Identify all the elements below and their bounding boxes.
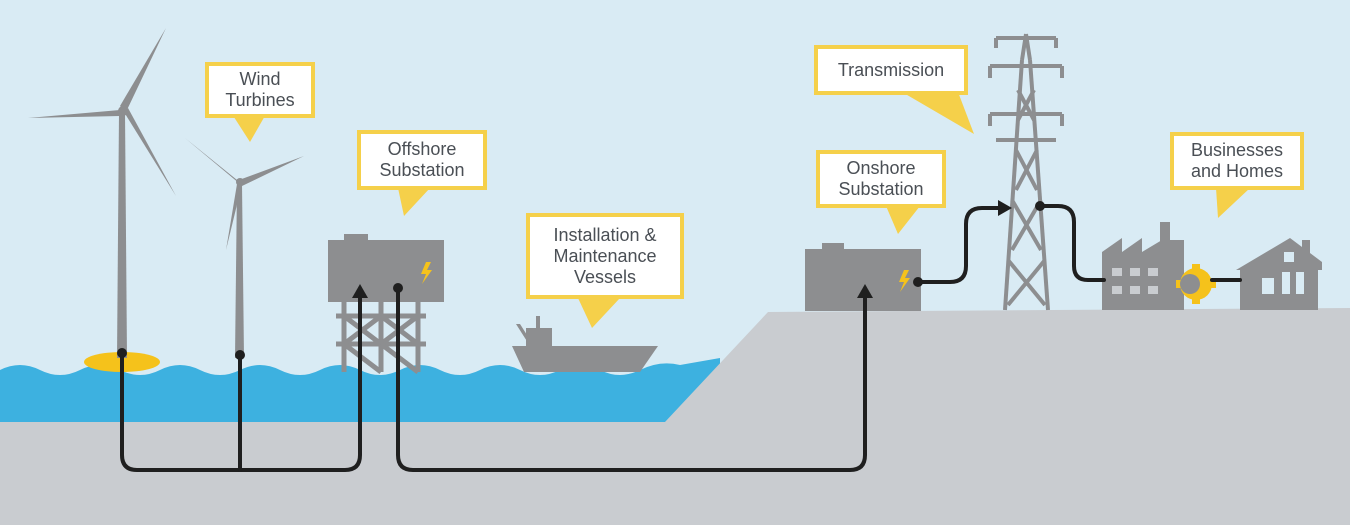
label-line: and Homes [1190, 161, 1284, 181]
house-chimney [1302, 240, 1310, 258]
arrow-right-icon [998, 200, 1012, 216]
turbine-blade [124, 108, 176, 196]
arrow-up-icon [857, 284, 873, 298]
turbine-hub [236, 178, 244, 186]
label-line: Maintenance [553, 245, 657, 266]
turbine-blade [120, 28, 166, 112]
turbine-blade [185, 138, 240, 184]
vessel-hull [512, 346, 658, 372]
house-windows [1262, 252, 1304, 294]
factory-building [1102, 238, 1184, 310]
house-roof [1236, 238, 1322, 270]
offshore-substation [328, 234, 444, 374]
factory-windows [1112, 268, 1158, 294]
cable-tower-to-factory [1038, 204, 1106, 282]
lightning-icon [421, 262, 432, 284]
turbine-blade [239, 156, 304, 186]
wind-turbine-small [185, 138, 304, 358]
label-line: Transmission [837, 59, 945, 80]
substation-top [822, 243, 844, 251]
label-offshore-substation: Offshore Substation [357, 130, 487, 190]
turbine-tower [235, 184, 244, 358]
vessel-cabin [526, 328, 552, 348]
callout-pointers [232, 92, 1250, 328]
arrow-up-icon [352, 284, 368, 298]
cable-nodes [117, 201, 1045, 360]
label-line: Substation [838, 179, 924, 199]
cable-offshore-to-onshore [396, 286, 867, 472]
label-line: Wind [239, 69, 281, 89]
label-transmission: Transmission [814, 45, 968, 95]
turbine-blade [226, 184, 242, 250]
lightning-icon [899, 270, 910, 292]
house-body [1240, 268, 1318, 310]
transmission-tower [988, 33, 1064, 311]
label-line: Businesses [1190, 140, 1284, 160]
label-line: Onshore [846, 158, 916, 178]
label-line: Vessels [573, 266, 637, 287]
cable-arrows [352, 200, 1012, 298]
factory [1102, 222, 1216, 310]
label-line: Turbines [225, 90, 295, 110]
label-wind-turbines: Wind Turbines [205, 62, 315, 118]
label-line: Offshore [387, 139, 457, 159]
label-onshore-substation: Onshore Substation [816, 150, 946, 208]
substation-top [344, 234, 368, 242]
gear-icon [1176, 264, 1216, 304]
label-vessels: Installation & Maintenance Vessels [526, 213, 684, 299]
power-cables [120, 204, 1242, 472]
label-line: Installation & [553, 224, 657, 245]
turbine-hub [118, 106, 128, 116]
label-line: Substation [379, 160, 465, 180]
vessel-mast [536, 316, 540, 330]
house [1236, 238, 1322, 310]
vessel-crane [516, 324, 534, 346]
vessel [512, 316, 658, 372]
cable-onshore-to-tower [916, 206, 1000, 284]
label-businesses-homes: Businesses and Homes [1170, 132, 1304, 190]
turbine-blade [28, 110, 120, 118]
turbine-tower [117, 112, 127, 358]
